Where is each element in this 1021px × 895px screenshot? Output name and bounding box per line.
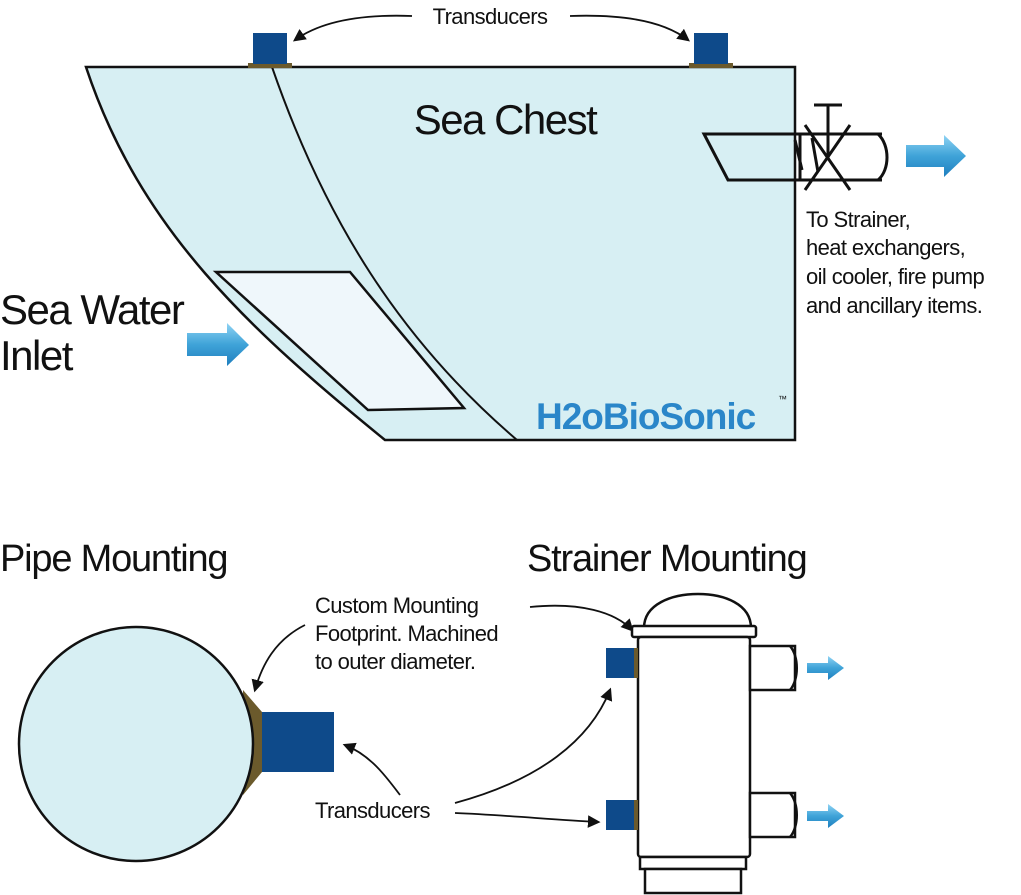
pipe-mounting-title: Pipe Mounting — [0, 538, 227, 580]
transducer-arrow-right — [569, 14, 690, 42]
inlet-label-line-1: Sea Water — [0, 286, 185, 333]
bottom-transducers-label: Transducers — [315, 798, 430, 823]
pipe-mounting-section: Pipe Mounting Custom Mounting Footprint.… — [0, 538, 634, 863]
transducer-arrow-pipe — [342, 742, 401, 796]
transducer-arrow-strainer-upper — [454, 687, 613, 804]
footprint-arrow-strainer — [529, 604, 634, 632]
sea-chest-inner-curve — [271, 66, 518, 441]
sea-chest-section: Transducers Sea Chest To Strainer, heat … — [0, 4, 985, 442]
inlet-label-line-2: Inlet — [0, 332, 74, 379]
strainer-outlet-arrow-upper — [807, 656, 844, 680]
outlet-valve — [701, 103, 889, 191]
footprint-text-line-3: to outer diameter. — [315, 649, 475, 674]
brand-logo: H2oBioSonic — [536, 396, 756, 437]
outlet-text-line-3: oil cooler, fire pump — [806, 264, 985, 289]
inlet-grate — [212, 270, 467, 412]
footprint-text-line-1: Custom Mounting — [315, 593, 478, 618]
transducer-arrow-strainer-lower — [454, 812, 601, 828]
sea-chest-tank — [84, 65, 797, 442]
sea-chest-title: Sea Chest — [414, 96, 598, 143]
strainer-mounting-title: Strainer Mounting — [527, 538, 807, 580]
strainer-body — [630, 592, 798, 895]
footprint-text-line-2: Footprint. Machined — [315, 621, 498, 646]
inlet-flow-arrow — [187, 323, 249, 366]
outlet-flow-arrow — [906, 135, 966, 177]
strainer-mounting-section: Strainer Mounting — [527, 538, 844, 895]
transducer-arrow-left — [292, 14, 413, 42]
outlet-text-line-4: and ancillary items. — [806, 293, 982, 318]
brand-logo-tm: ™ — [778, 394, 787, 404]
strainer-outlet-arrow-lower — [807, 804, 844, 828]
top-transducer-left — [248, 33, 292, 68]
top-transducer-right — [689, 33, 733, 68]
top-transducers-label: Transducers — [433, 4, 548, 29]
outlet-text-line-1: To Strainer, — [806, 207, 910, 232]
outlet-text-line-2: heat exchangers, — [806, 235, 965, 260]
footprint-arrow-pipe — [251, 624, 306, 693]
strainer-transducer-lower — [606, 800, 638, 830]
strainer-transducer-upper — [606, 648, 638, 678]
pipe-transducer — [262, 712, 334, 772]
pipe-cross-section — [17, 625, 255, 863]
